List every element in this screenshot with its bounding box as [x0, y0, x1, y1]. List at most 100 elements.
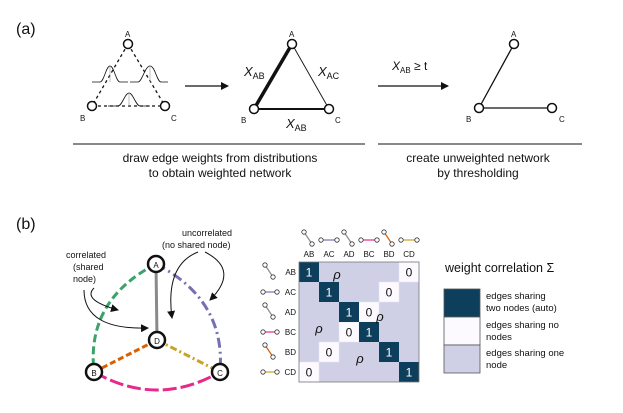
node-mini-icon [414, 237, 420, 243]
node-c-label: C [335, 116, 341, 125]
node-mini-icon [274, 289, 280, 295]
legend-label-no-nodes-line2: nodes [486, 332, 512, 343]
edge-weight-ac-label: XAC [317, 64, 340, 81]
legend-label-one-node-line1: edges sharing one [486, 348, 564, 359]
legend-label-two-nodes-line1: edges sharing [486, 291, 546, 302]
node-a-label: A [511, 30, 517, 39]
node-mini-icon [260, 289, 266, 295]
annotation-uncorrelated-line1: uncorrelated [182, 228, 232, 238]
matrix-cell-diagonal-label: 1 [326, 286, 333, 300]
matrix-cell-zero-label: 0 [326, 346, 333, 360]
matrix-row-header: BC [285, 328, 296, 337]
node-mini-icon [301, 229, 307, 235]
annotation-correlated-line3: node) [73, 274, 96, 284]
matrix-column-header: BC [363, 250, 374, 259]
matrix-column-header: AC [323, 250, 334, 259]
legend-title: weight correlation Σ [444, 261, 554, 275]
matrix-row-header: AD [285, 308, 296, 317]
node-mini-icon [274, 329, 280, 335]
matrix-cell-zero [318, 341, 340, 363]
four-node-network [84, 254, 230, 392]
node-c-label: C [171, 114, 177, 123]
node-mini-icon [260, 329, 266, 335]
weighted-network [248, 38, 335, 115]
distribution-network [86, 38, 171, 112]
legend-swatch-two-nodes [443, 288, 481, 318]
annotation-correlated-line1: correlated [66, 250, 106, 260]
matrix-column-header: BD [383, 250, 394, 259]
panel-b-label: (b) [16, 216, 36, 233]
node-b-label: B [241, 116, 246, 125]
node-mini-icon [270, 274, 276, 280]
matrix-column-header: AD [343, 250, 354, 259]
matrix-cell-zero-label: 0 [346, 326, 353, 340]
node-mini-icon [262, 302, 268, 308]
legend-swatch-one-node [443, 344, 481, 374]
caption-right-line2: by thresholding [437, 166, 518, 180]
thresholded-network [473, 38, 558, 114]
node-b-label: B [91, 369, 96, 378]
matrix-cell-diagonal [379, 342, 399, 362]
node-mini-icon [270, 354, 276, 360]
node-mini-icon [270, 314, 276, 320]
panel-a-label: (a) [16, 21, 36, 38]
legend-label-two-nodes-line2: two nodes (auto) [486, 303, 557, 314]
node-mini-icon [274, 369, 280, 375]
matrix-cell-zero-label: 0 [406, 266, 413, 280]
matrix-cell-diagonal [399, 362, 419, 382]
node-mini-icon [349, 241, 355, 247]
matrix-row-header: BD [285, 348, 296, 357]
node-c-label: C [559, 115, 565, 124]
node-mini-icon [389, 241, 395, 247]
threshold-label: XAB ≥ t [391, 59, 428, 75]
matrix-column-header: CD [403, 250, 415, 259]
annotation-correlated-line2: (shared [73, 262, 104, 272]
matrix-cell-diagonal-label: 1 [386, 346, 393, 360]
legend-swatch-no-nodes [443, 316, 481, 346]
node-d-label: D [154, 337, 160, 346]
node-mini-icon [374, 237, 380, 243]
matrix-cell-diagonal-label: 1 [346, 306, 353, 320]
matrix-cell-diagonal [339, 302, 359, 322]
arrow-correlated-2 [83, 289, 149, 333]
node-mini-icon [381, 229, 387, 235]
legend-label-no-nodes-line1: edges sharing no [486, 320, 559, 331]
weight-correlation-matrix [298, 261, 420, 383]
matrix-rho-label: ρ [332, 267, 341, 282]
arrow-uncorrelated-1 [167, 251, 199, 319]
node-mini-icon [318, 237, 324, 243]
caption-left-line1: draw edge weights from distributions [123, 151, 318, 165]
matrix-cell-diagonal [299, 262, 319, 282]
node-mini-icon [262, 262, 268, 268]
edge-weight-ab-label: XAB [243, 64, 265, 81]
legend-label-one-node-line2: node [486, 360, 507, 371]
edge-weight-ab-bottom-label: XAB [285, 116, 307, 133]
matrix-cell-zero [378, 281, 400, 303]
matrix-cell-diagonal-label: 1 [306, 266, 313, 280]
matrix-row-header: CD [284, 368, 296, 377]
node-mini-icon [334, 237, 340, 243]
arrow-uncorrelated-2 [204, 251, 225, 301]
node-a-label: A [125, 30, 131, 39]
caption-right-line1: create unweighted network [406, 151, 550, 165]
arrow-correlated-1 [90, 287, 119, 312]
matrix-row-header: AB [285, 268, 296, 277]
matrix-cell-zero-label: 0 [386, 286, 393, 300]
matrix-cell-zero-label: 0 [306, 366, 313, 380]
matrix-cell-diagonal [359, 322, 379, 342]
matrix-cell-diagonal-label: 1 [366, 326, 373, 340]
node-mini-icon [260, 369, 266, 375]
node-a-label: A [289, 30, 295, 39]
node-b-label: B [80, 114, 85, 123]
matrix-cell-zero-label: 0 [366, 306, 373, 320]
node-mini-icon [358, 237, 364, 243]
node-b-label: B [466, 115, 471, 124]
caption-left-line2: to obtain weighted network [149, 166, 293, 180]
matrix-row-header: AC [285, 288, 296, 297]
node-c-label: C [217, 369, 223, 378]
matrix-row-edge-icons [260, 262, 280, 375]
annotation-uncorrelated-line2: (no shared node) [162, 240, 231, 250]
matrix-border [298, 261, 420, 383]
